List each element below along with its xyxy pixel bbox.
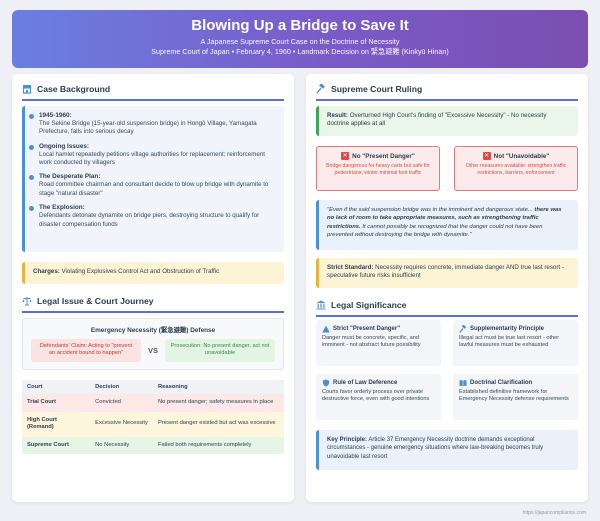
no-present-danger-box: ✕No "Present Danger" Bridge dangerous fo… (316, 146, 440, 191)
shield-icon (322, 379, 330, 387)
store-icon (22, 85, 32, 94)
x-icon: ✕ (482, 152, 491, 160)
gavel-icon (459, 325, 467, 333)
page-subtitle: A Japanese Supreme Court Case on the Doc… (200, 37, 400, 46)
case-background-heading: Case Background (22, 84, 284, 101)
x-icon: ✕ (341, 152, 350, 160)
timeline: 1945-1960:The Sekine Bridge (15-year-old… (22, 106, 284, 252)
table-row: Trial Court Convicted No present danger;… (22, 394, 284, 412)
significance-card: Doctrinal Clarification Established defi… (453, 374, 578, 420)
defendants-claim: Defendants' Claim: Acting to "prevent an… (31, 339, 141, 362)
not-unavoidable-box: ✕Not "Unavoidable" Other measures availa… (454, 146, 578, 191)
legal-significance-heading: Legal Significance (316, 300, 578, 317)
table-header: Court Decision Reasoning (22, 380, 284, 394)
significance-card: Strict "Present Danger" Danger must be c… (316, 320, 441, 366)
prosecution-claim: Prosecution: No present danger, act not … (164, 339, 275, 362)
page-header: Blowing Up a Bridge to Save It A Japanes… (12, 10, 588, 68)
significance-card: Rule of Law Deference Courts favor order… (316, 374, 441, 420)
vs-label: VS (147, 345, 158, 355)
timeline-item: The Explosion:Defendants detonate dynami… (29, 204, 276, 229)
courthouse-icon (316, 300, 326, 310)
scales-icon (22, 297, 32, 306)
court-journey-heading: Legal Issue & Court Journey (22, 296, 284, 313)
page-subtitle-details: Supreme Court of Japan • February 4, 196… (151, 46, 449, 56)
book-icon (459, 380, 467, 387)
table-row: Supreme Court No Necessity Failed both r… (22, 436, 284, 455)
strict-standard-box: Strict Standard: Necessity requires conc… (316, 258, 578, 288)
result-box: Result: Overturned High Court's finding … (316, 106, 578, 136)
table-row: High Court (Remand) Excessive Necessity … (22, 411, 284, 437)
page-title: Blowing Up a Bridge to Save It (191, 17, 409, 34)
footer-url: https://japancompliance.com (522, 510, 586, 516)
timeline-item: 1945-1960:The Sekine Bridge (15-year-old… (29, 112, 276, 137)
left-panel: Case Background 1945-1960:The Sekine Bri… (12, 74, 294, 502)
right-panel: Supreme Court Ruling Result: Overturned … (306, 74, 588, 502)
defense-box: Emergency Necessity (緊急避難) Defense Defen… (22, 318, 284, 370)
gavel-icon (316, 84, 325, 94)
defense-title: Emergency Necessity (緊急避難) Defense (90, 327, 216, 334)
significance-card: Supplementarity Principle Illegal act mu… (453, 320, 578, 366)
timeline-item: The Desperate Plan:Road committee chairm… (29, 173, 276, 198)
supreme-court-ruling-heading: Supreme Court Ruling (316, 84, 578, 101)
warning-icon (322, 325, 330, 333)
charges-box: Charges: Violating Explosives Control Ac… (22, 262, 284, 284)
court-table: Court Decision Reasoning Trial Court Con… (22, 380, 284, 466)
timeline-item: Ongoing Issues:Local hamlet repeatedly p… (29, 143, 276, 168)
court-quote: "Even if the said suspension bridge was … (316, 200, 578, 250)
key-principle-box: Key Principle: Article 37 Emergency Nece… (316, 430, 578, 470)
